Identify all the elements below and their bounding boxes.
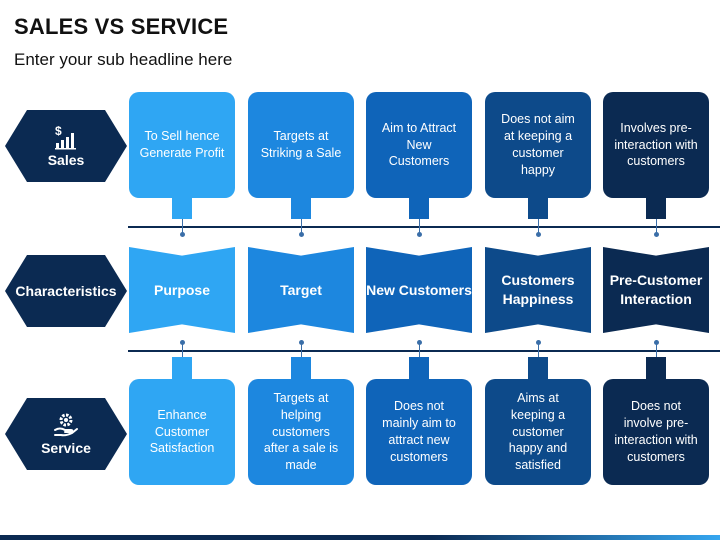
connector-tick — [656, 219, 657, 233]
service-box-stub — [409, 357, 429, 379]
service-box: Targets at helping customers after a sal… — [248, 379, 354, 485]
top-connector-line — [128, 226, 720, 228]
service-box-stub — [172, 357, 192, 379]
sales-box-stub — [528, 197, 548, 219]
sales-box-stub — [409, 197, 429, 219]
connector-tick — [419, 344, 420, 358]
connector-tick — [301, 219, 302, 233]
service-box: Does not involve pre-interaction with cu… — [603, 379, 709, 485]
dollar-bar-chart-icon: $ — [53, 124, 79, 152]
sales-box: Does not aim at keeping a customer happy — [485, 92, 591, 198]
characteristics-label: Characteristics — [5, 255, 127, 327]
connector-tick — [538, 344, 539, 358]
svg-text:$: $ — [55, 124, 62, 138]
service-label: Service — [5, 398, 127, 470]
service-box: Does not mainly aim to attract new custo… — [366, 379, 472, 485]
connector-dot — [536, 232, 541, 237]
service-label-text: Service — [41, 440, 91, 456]
sales-box-stub — [172, 197, 192, 219]
connector-dot — [536, 340, 541, 345]
sales-label-text: Sales — [47, 152, 85, 168]
connector-dot — [417, 232, 422, 237]
connector-tick — [182, 344, 183, 358]
characteristic-label: Target — [248, 247, 354, 333]
sales-box-stub — [291, 197, 311, 219]
sales-box: Involves pre-interaction with customers — [603, 92, 709, 198]
connector-tick — [656, 344, 657, 358]
characteristics-label-text: Characteristics — [15, 283, 117, 299]
connector-tick — [182, 219, 183, 233]
connector-tick — [419, 219, 420, 233]
connector-dot — [417, 340, 422, 345]
sales-label: $ Sales — [5, 110, 127, 182]
sales-box: To Sell hence Generate Profit — [129, 92, 235, 198]
page-subtitle: Enter your sub headline here — [14, 50, 233, 69]
characteristic-label: Pre-Customer Interaction — [603, 247, 709, 333]
characteristic-label: Purpose — [129, 247, 235, 333]
characteristic-label: Customers Happiness — [485, 247, 591, 333]
service-box-stub — [528, 357, 548, 379]
connector-dot — [299, 232, 304, 237]
connector-tick — [301, 344, 302, 358]
service-box-stub — [291, 357, 311, 379]
gear-hand-icon — [52, 412, 80, 440]
sales-box: Aim to Attract New Customers — [366, 92, 472, 198]
connector-dot — [654, 232, 659, 237]
service-box: Enhance Customer Satisfaction — [129, 379, 235, 485]
connector-dot — [180, 340, 185, 345]
service-box: Aims at keeping a customer happy and sat… — [485, 379, 591, 485]
page-title: SALES VS SERVICE — [14, 14, 229, 39]
service-box-stub — [646, 357, 666, 379]
footer-bar — [0, 535, 720, 540]
connector-tick — [538, 219, 539, 233]
connector-dot — [180, 232, 185, 237]
characteristic-label: New Customers — [366, 247, 472, 333]
sales-box: Targets at Striking a Sale — [248, 92, 354, 198]
connector-dot — [654, 340, 659, 345]
connector-dot — [299, 340, 304, 345]
bottom-connector-line — [128, 350, 720, 352]
sales-box-stub — [646, 197, 666, 219]
